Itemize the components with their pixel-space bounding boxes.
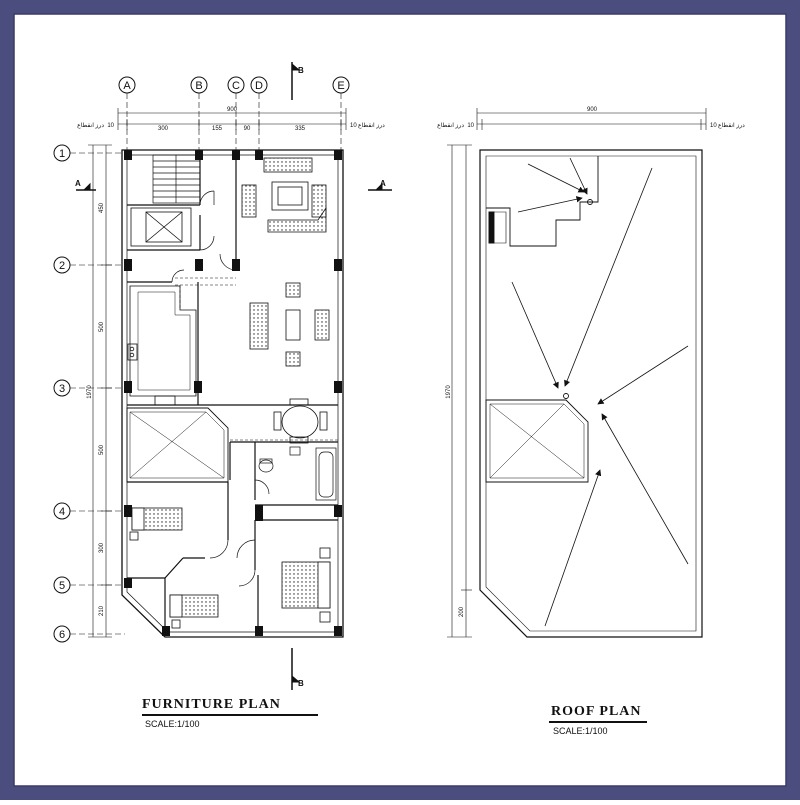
dashed-openings (175, 277, 338, 441)
axis-label-2: 2 (59, 260, 65, 272)
column-dim-4: 335 (295, 126, 306, 132)
row-dim-2: 500 (99, 321, 105, 332)
section-mark-top (291, 62, 301, 100)
section-mark-right (368, 182, 392, 191)
structural-columns (124, 150, 342, 636)
furniture-plan-title-underline (142, 714, 318, 716)
outer-walls (121, 149, 344, 638)
light-well (126, 407, 229, 483)
edge-dim-left: 10 (107, 123, 114, 129)
dining-table (273, 398, 328, 444)
roof-plan: 900 10 10 درز انقطاع درز انقطاع 1970 200 (437, 107, 745, 638)
axis-label-e: E (337, 80, 344, 92)
roof-top-dimensions (476, 108, 707, 130)
bed-1 (129, 507, 183, 541)
side-label-left: درز انقطاع (77, 122, 104, 129)
bed-2 (169, 594, 219, 629)
roof-overall-width: 900 (587, 107, 598, 113)
roof-edge-dim-right: 10 (710, 123, 717, 129)
kitchen-counter (127, 285, 197, 406)
section-label-right: A (380, 179, 386, 188)
section-label-left: A (75, 179, 81, 188)
roof-light-well (485, 393, 589, 483)
doors (171, 190, 270, 587)
roof-plan-title: ROOF PLAN (551, 704, 642, 719)
row-dim-4: 300 (99, 542, 105, 553)
row-dim-3: 500 (99, 444, 105, 455)
section-mark-left (76, 182, 96, 191)
axis-label-b: B (195, 80, 202, 92)
section-label-top: B (298, 66, 304, 75)
bathroom-fixtures (258, 446, 337, 501)
axis-label-d: D (255, 80, 263, 92)
row-dim-5: 210 (99, 605, 105, 616)
left-dimensions (88, 144, 112, 638)
axis-label-a: A (123, 80, 131, 92)
bed-3 (281, 547, 331, 623)
axis-label-6: 6 (59, 629, 65, 641)
sofa-set (241, 157, 327, 233)
row-axes (53, 144, 125, 643)
roof-plan-title-underline (549, 721, 647, 723)
elevator-shaft (130, 207, 192, 247)
axis-label-4: 4 (59, 506, 65, 518)
drainage-arrows (511, 157, 689, 627)
section-mark-bottom (291, 648, 301, 690)
living-furniture (249, 282, 330, 367)
roof-stair-head (486, 156, 599, 247)
column-dim-1: 300 (158, 126, 169, 132)
axis-label-c: C (232, 80, 240, 92)
roof-bottom-dim: 200 (459, 606, 465, 617)
axis-label-5: 5 (59, 580, 65, 592)
row-dim-1: 450 (99, 202, 105, 213)
roof-plan-scale: SCALE:1/100 (553, 726, 608, 736)
column-dim-3: 90 (244, 126, 251, 132)
roof-side-label-left: درز انقطاع (437, 122, 464, 129)
overall-height-dim: 1970 (87, 385, 93, 399)
section-label-bottom: B (298, 679, 304, 688)
roof-edge-dim-left: 10 (467, 123, 474, 129)
stairs (152, 154, 201, 204)
edge-dim-right: 10 (350, 123, 357, 129)
column-dim-2: 155 (212, 126, 223, 132)
top-dimensions (117, 108, 347, 130)
sheet-border-inner (13, 13, 787, 787)
axis-label-1: 1 (59, 148, 65, 160)
furniture-plan: A B C D E 900 300 155 90 335 10 10 درز ا… (53, 62, 392, 690)
furniture-plan-title: FURNITURE PLAN (142, 697, 281, 712)
roof-side-label-right: درز انقطاع (718, 122, 745, 129)
furniture-plan-scale: SCALE:1/100 (145, 719, 200, 729)
roof-left-dimensions (447, 144, 472, 638)
overall-width-dim: 900 (227, 107, 238, 113)
roof-overall-height: 1970 (446, 385, 452, 399)
axis-label-3: 3 (59, 383, 65, 395)
side-label-right: درز انقطاع (358, 122, 385, 129)
roof-outline (479, 149, 703, 638)
